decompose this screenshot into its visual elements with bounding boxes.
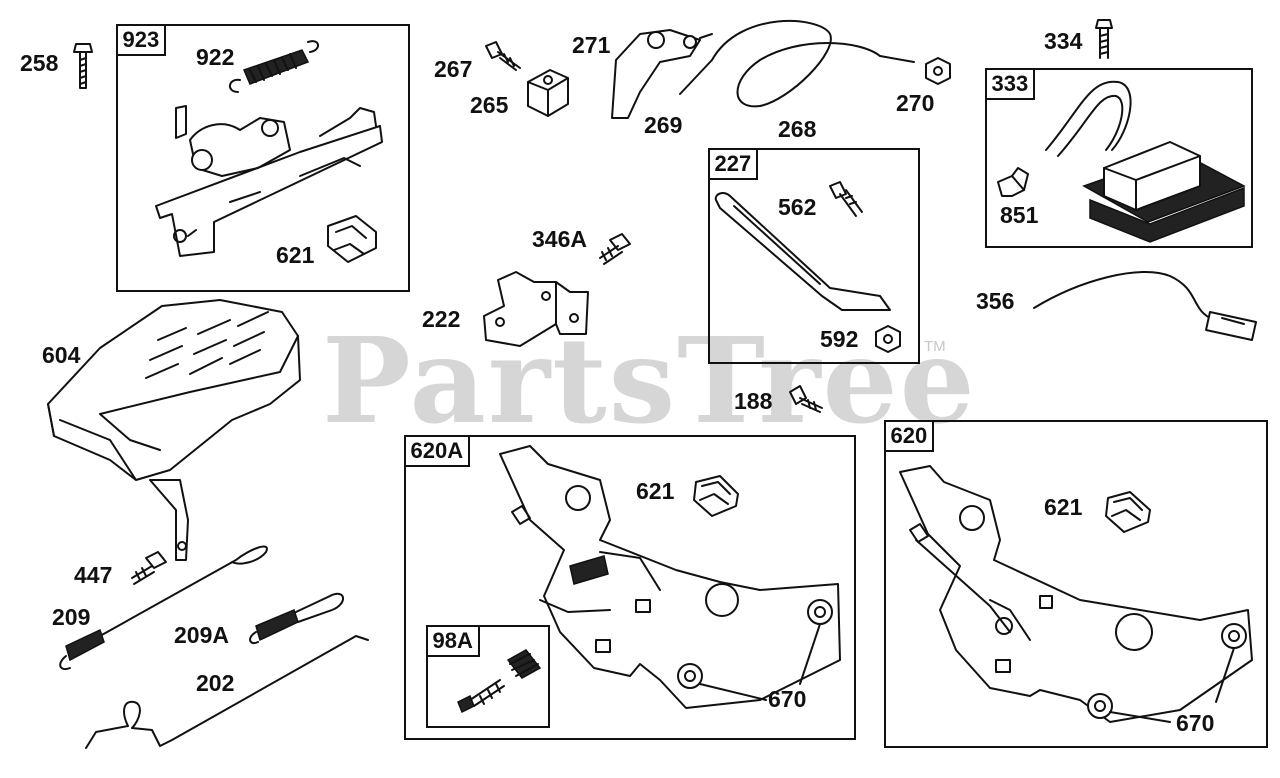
rod-202-drawing — [85, 635, 369, 749]
wire-356-drawing — [1033, 270, 1257, 341]
callout-334[interactable]: 334 — [1044, 28, 1083, 54]
callout-670-620[interactable]: 670 — [1176, 710, 1215, 736]
screw-346A-drawing — [599, 233, 631, 265]
group-box-98A[interactable]: 98A — [425, 624, 550, 728]
callout-922[interactable]: 922 — [196, 44, 235, 70]
callout-670-620A[interactable]: 670 — [768, 686, 807, 712]
spring-209A-drawing — [249, 592, 344, 644]
group-label-620A: 620A — [403, 434, 471, 467]
group-label-333: 333 — [984, 67, 1036, 100]
cable-268-drawing — [679, 20, 915, 108]
group-label-98A: 98A — [425, 624, 480, 657]
screw-188-drawing — [789, 385, 823, 413]
callout-270[interactable]: 270 — [896, 90, 935, 116]
guide-604-drawing — [47, 299, 301, 561]
group-box-227[interactable]: 227 — [707, 147, 920, 364]
group-box-333[interactable]: 333 — [984, 67, 1253, 248]
bracket-222-drawing — [483, 271, 589, 347]
callout-851[interactable]: 851 — [1000, 202, 1039, 228]
block-265-drawing — [527, 69, 569, 117]
group-box-620A[interactable]: 620A — [403, 434, 856, 740]
callout-271[interactable]: 271 — [572, 32, 611, 58]
callout-356[interactable]: 356 — [976, 288, 1015, 314]
lever-271-drawing — [611, 29, 713, 119]
callout-592[interactable]: 592 — [820, 326, 859, 352]
bolt-258-drawing — [73, 43, 93, 89]
bracket-923-drawing — [155, 105, 383, 257]
group-box-923[interactable]: 923 — [115, 23, 410, 292]
callout-202[interactable]: 202 — [196, 670, 235, 696]
bracket-620A-drawing — [499, 445, 841, 709]
watermark-trademark: TM — [924, 338, 946, 355]
group-label-227: 227 — [707, 147, 759, 180]
callout-209A[interactable]: 209A — [174, 622, 229, 648]
leader-670b — [1109, 711, 1171, 723]
callout-621-620[interactable]: 621 — [1044, 494, 1083, 520]
clip-621-620-drawing — [1105, 491, 1151, 533]
callout-562[interactable]: 562 — [778, 194, 817, 220]
screw-267-drawing — [485, 41, 521, 71]
nut-270-drawing — [925, 57, 951, 85]
callout-604[interactable]: 604 — [42, 342, 81, 368]
callout-258[interactable]: 258 — [20, 50, 59, 76]
callout-188[interactable]: 188 — [734, 388, 773, 414]
callout-346A[interactable]: 346A — [532, 226, 587, 252]
coil-333-drawing — [1045, 80, 1246, 243]
clip-621-620A-drawing — [693, 475, 739, 517]
spring-922-drawing — [229, 40, 319, 93]
callout-268[interactable]: 268 — [778, 116, 817, 142]
clip-851-drawing — [997, 167, 1029, 197]
callout-447[interactable]: 447 — [74, 562, 113, 588]
spring-209-drawing — [59, 545, 268, 670]
nut-592-drawing — [875, 325, 901, 353]
leader-670a — [699, 683, 767, 701]
parts-98A-drawing — [457, 649, 542, 714]
screw-562-drawing — [829, 181, 863, 217]
callout-621-620A[interactable]: 621 — [636, 478, 675, 504]
callout-621[interactable]: 621 — [276, 242, 315, 268]
group-label-620: 620 — [883, 419, 935, 452]
callout-269[interactable]: 269 — [644, 112, 683, 138]
watermark-text: PartsTree — [322, 311, 977, 450]
link-227-drawing — [714, 192, 891, 311]
leader-670b-b — [1215, 647, 1235, 703]
callout-267[interactable]: 267 — [434, 56, 473, 82]
callout-222[interactable]: 222 — [422, 306, 461, 332]
screw-447-drawing — [131, 551, 167, 585]
leader-670a-b — [799, 623, 821, 685]
screw-334-drawing — [1095, 19, 1113, 59]
clip-621-top-drawing — [327, 215, 377, 263]
bracket-620-drawing — [899, 465, 1253, 723]
callout-265[interactable]: 265 — [470, 92, 509, 118]
callout-209[interactable]: 209 — [52, 604, 91, 630]
group-box-620[interactable]: 620 — [883, 419, 1268, 748]
group-label-923: 923 — [115, 23, 167, 56]
